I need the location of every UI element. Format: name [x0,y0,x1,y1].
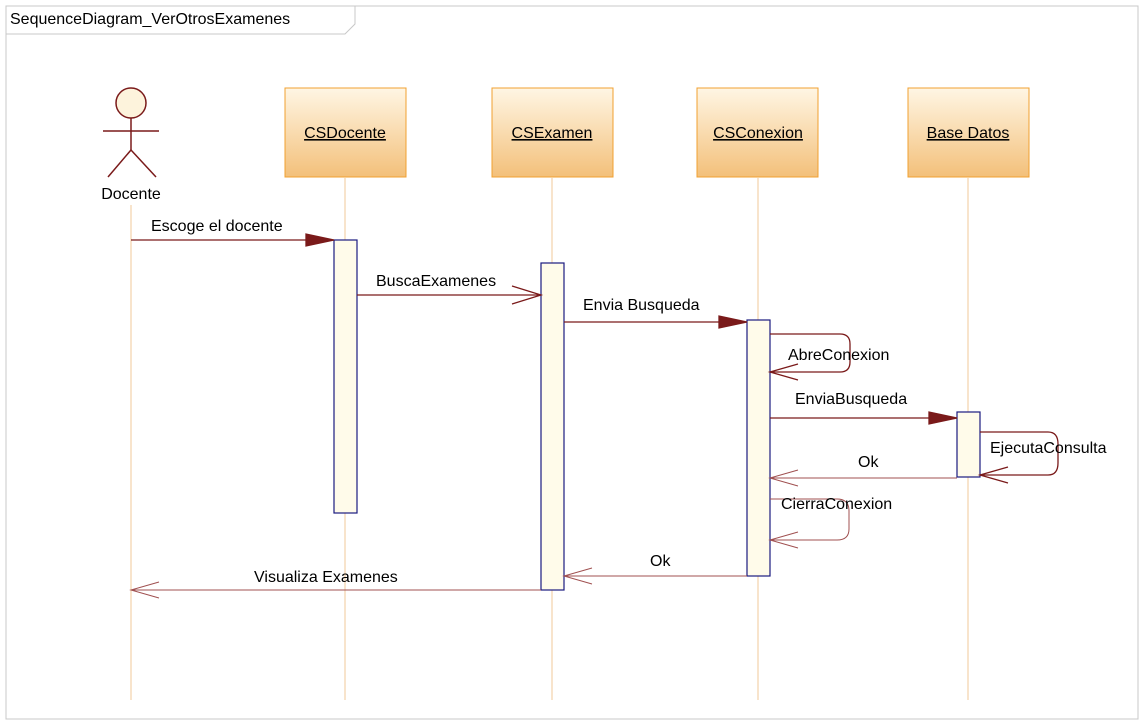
message-arrow-m6 [977,466,1009,484]
object-csexamen[interactable] [491,87,614,178]
message-arrow-m8 [768,531,799,549]
object-label-csconexion: CSConexion [713,125,803,142]
message-label-m10: Visualiza Examenes [254,569,398,586]
object-basedatos[interactable] [907,87,1030,178]
object-label-basedatos: Base Datos [927,125,1010,142]
message-arrow-m4 [767,363,799,381]
frame-title-tab [5,5,356,35]
object-csdocente[interactable] [284,87,407,178]
message-arrow-m9 [562,567,593,585]
message-arrow-m10 [129,581,160,599]
activation-basedatos [956,411,981,478]
diagram-frame [5,5,1139,720]
message-label-m2: BuscaExamenes [376,273,496,290]
activation-csexamen [540,262,565,591]
message-label-m5: EnviaBusqueda [795,391,907,408]
message-arrow-m2 [511,285,544,305]
message-arrow-m1 [305,233,335,247]
message-label-m1: Escoge el docente [151,218,283,235]
message-label-m8: CierraConexion [781,496,892,513]
object-label-csexamen: CSExamen [512,125,593,142]
message-label-m7: Ok [858,454,879,471]
object-csconexion[interactable] [696,87,819,178]
frame-title: SequenceDiagram_VerOtrosExamenes [10,11,290,28]
message-label-m4: AbreConexion [788,347,889,364]
message-arrow-m7 [768,469,799,487]
actor-docente [103,87,159,178]
activation-csconexion [746,319,771,577]
object-label-csdocente: CSDocente [304,125,386,142]
message-line-m6 [980,431,1059,476]
actor-label: Docente [101,186,161,203]
message-label-m6: EjecutaConsulta [990,440,1107,457]
message-line-m8 [770,498,850,541]
message-arrow-m3 [718,315,748,329]
actor-head [115,87,147,119]
message-arrow-m5 [928,411,958,425]
activation-csdocente [333,239,358,514]
message-line-m4 [770,333,851,373]
message-label-m3: Envia Busqueda [583,297,700,314]
message-label-m9: Ok [650,553,671,570]
